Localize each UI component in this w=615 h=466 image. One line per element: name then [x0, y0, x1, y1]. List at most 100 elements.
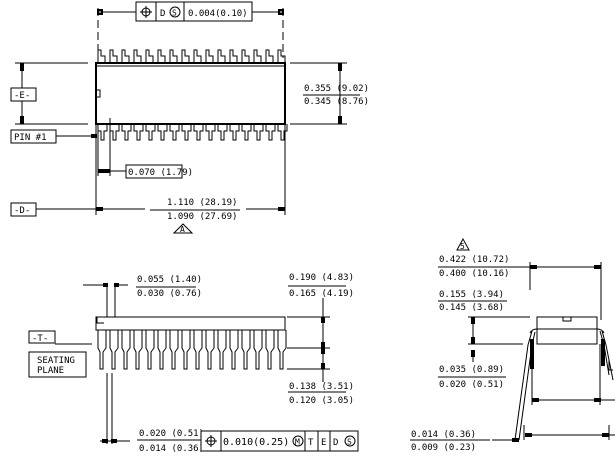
- lead-thickness-max: 0.014 (0.36): [411, 430, 476, 440]
- regardless-of-feature-size-icon: [344, 435, 356, 447]
- fcf-modifier-m: M: [295, 438, 300, 447]
- span-min: 0.400 (10.16): [439, 269, 509, 279]
- side-lead: [217, 330, 227, 370]
- bottom-pin: [265, 124, 276, 141]
- lead-length-min: 0.120 (3.05): [289, 396, 354, 406]
- side-lead: [241, 330, 251, 370]
- end-body: [536, 316, 598, 345]
- top-pin: [181, 49, 190, 63]
- position-symbol-icon: [205, 435, 217, 447]
- fcf-tolerance: 0.004(0.10): [188, 9, 248, 19]
- bottom-pin: [145, 124, 156, 141]
- feature-control-frame-bottom: 0.010(0.25) M T E D S: [200, 430, 359, 452]
- top-pin: [229, 49, 238, 63]
- pin-offset-box: [125, 164, 183, 179]
- lead-width-min: 0.014 (0.36): [139, 444, 204, 454]
- side-lead: [109, 330, 119, 370]
- bottom-pin: [97, 124, 108, 141]
- standoff-min: 0.020 (0.51): [439, 380, 504, 390]
- top-pin: [157, 49, 166, 63]
- note-flag-5: 5: [460, 242, 465, 251]
- top-pin: [169, 49, 178, 63]
- datum-t-box: [28, 330, 56, 344]
- seating-plane-label-2: PLANE: [37, 366, 64, 376]
- datum-d-label: -D-: [14, 206, 30, 216]
- note-flag-triangle-icon: [172, 223, 194, 234]
- side-lead: [133, 330, 143, 370]
- bottom-pin: [277, 124, 288, 141]
- bottom-pin: [217, 124, 228, 141]
- side-lead: [121, 330, 131, 370]
- bottom-pin: [121, 124, 132, 141]
- top-pin: [121, 49, 130, 63]
- length-max: 1.110 (28.19): [167, 198, 237, 208]
- lead-thickness-min: 0.009 (0.23): [411, 443, 476, 453]
- bottom-pin: [133, 124, 144, 141]
- span-max: 0.422 (10.72): [439, 255, 509, 265]
- top-pin: [277, 49, 286, 63]
- fcf-datum: D: [160, 9, 165, 19]
- regardless-of-feature-size-icon: [169, 6, 181, 18]
- side-leads: [97, 330, 287, 370]
- shoulder-max: 0.055 (1.40): [137, 275, 202, 285]
- position-symbol-icon: [140, 6, 152, 18]
- fcf-modifier: S: [172, 9, 177, 18]
- pin1-label: PIN #1: [14, 133, 47, 143]
- side-lead: [277, 330, 287, 370]
- side-body: [95, 316, 286, 331]
- side-lead: [169, 330, 179, 370]
- side-lead: [193, 330, 203, 370]
- pin1-marker: [96, 317, 104, 324]
- top-pin: [265, 49, 274, 63]
- package-body: [95, 62, 286, 125]
- length-min: 1.090 (27.69): [167, 212, 237, 222]
- bottom-pin: [205, 124, 216, 141]
- fcf-modifier-s: S: [347, 438, 352, 447]
- fcf-datum-e: E: [321, 438, 326, 448]
- bottom-pin: [169, 124, 180, 141]
- top-pin: [109, 49, 118, 63]
- datum-e-label: -E-: [14, 91, 30, 101]
- top-pin: [97, 49, 106, 63]
- feature-control-frame-top: D S 0.004(0.10): [135, 1, 253, 22]
- fcf-datum-t: T: [308, 438, 314, 448]
- bottom-pin: [229, 124, 240, 141]
- side-lead: [205, 330, 215, 370]
- max-material-condition-icon: [292, 435, 304, 447]
- top-pin: [145, 49, 154, 63]
- top-pin: [241, 49, 250, 63]
- side-lead: [97, 330, 107, 370]
- bottom-pin: [157, 124, 168, 141]
- height-min: 0.165 (4.19): [289, 289, 354, 299]
- top-pins-row: [97, 49, 286, 63]
- note-flag-a: A: [180, 225, 185, 234]
- datum-e-box: [10, 87, 37, 102]
- seating-plane-box: [28, 351, 87, 378]
- top-pin: [253, 49, 262, 63]
- top-pin: [217, 49, 226, 63]
- pin-offset-value: 0.070 (1.79): [128, 168, 193, 178]
- bottom-pin: [109, 124, 120, 141]
- fcf-datum-d: D: [333, 438, 338, 448]
- side-lead: [265, 330, 275, 370]
- body-width-max: 0.355 (9.02): [304, 84, 369, 94]
- body-height-min: 0.145 (3.68): [439, 303, 504, 313]
- note-flag-triangle-icon: [456, 237, 470, 251]
- pin1-notch: [97, 89, 101, 98]
- body-height-max: 0.155 (3.94): [439, 290, 504, 300]
- side-lead: [253, 330, 263, 370]
- lead-width-max: 0.020 (0.51): [139, 429, 204, 439]
- shoulder-min: 0.030 (0.76): [137, 289, 202, 299]
- bottom-pin: [193, 124, 204, 141]
- top-pin: [133, 49, 142, 63]
- top-view: D S 0.004(0.10) -E- 0.355 (9.02) 0.345 (…: [10, 1, 369, 234]
- top-pin: [205, 49, 214, 63]
- top-pin: [193, 49, 202, 63]
- bottom-pin: [241, 124, 252, 141]
- height-max: 0.190 (4.83): [289, 273, 354, 283]
- end-body-edge: [529, 328, 605, 334]
- end-view: 5 0.422 (10.72) 0.400 (10.16) 0.155 (3.9…: [410, 237, 615, 453]
- side-lead: [181, 330, 191, 370]
- body-width-min: 0.345 (8.76): [304, 97, 369, 107]
